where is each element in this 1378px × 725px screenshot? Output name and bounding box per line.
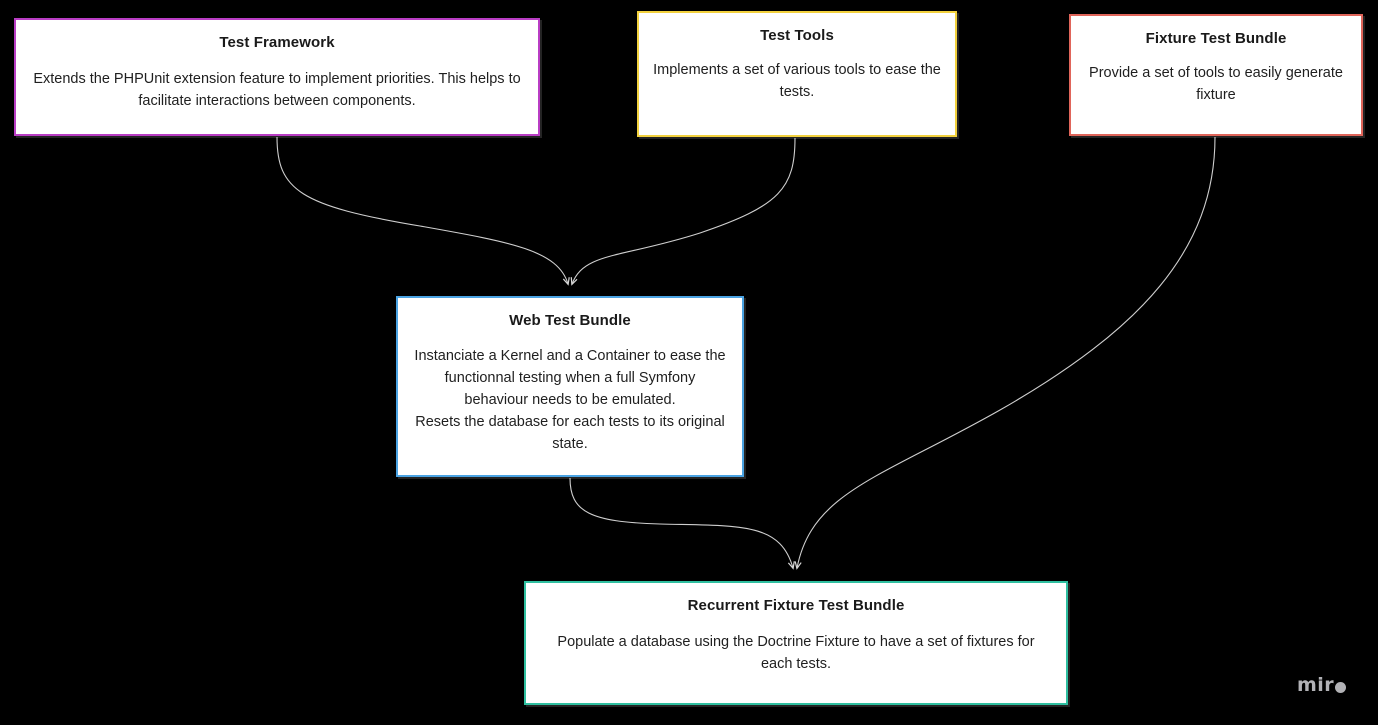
- card-body: Provide a set of tools to easily generat…: [1089, 65, 1343, 104]
- card-web-test-bundle[interactable]: Web Test Bundle Instanciate a Kernel and…: [396, 296, 744, 477]
- card-test-tools[interactable]: Test Tools Implements a set of various t…: [637, 11, 957, 137]
- card-title: Web Test Bundle: [509, 312, 631, 329]
- miro-watermark: mir: [1297, 674, 1347, 696]
- connector-fixture-test-bundle-to-recurrent-fixture-test-bundle: [797, 136, 1216, 568]
- card-body: Instanciate a Kernel and a Container to …: [414, 348, 726, 453]
- miro-wordmark: mir: [1297, 674, 1335, 696]
- card-title: Test Framework: [219, 34, 335, 51]
- connector-web-test-bundle-to-recurrent-fixture-test-bundle: [569, 477, 793, 568]
- card-title: Fixture Test Bundle: [1145, 30, 1287, 47]
- miro-logo-dot-icon: [1335, 682, 1347, 693]
- card-test-framework[interactable]: Test Framework Extends the PHPUnit exten…: [14, 18, 540, 136]
- card-fixture-test-bundle[interactable]: Fixture Test Bundle Provide a set of too…: [1069, 14, 1363, 136]
- card-body: Implements a set of various tools to eas…: [653, 62, 941, 101]
- connector-test-tools-to-web-test-bundle: [572, 137, 796, 284]
- card-title: Test Tools: [760, 27, 834, 44]
- card-recurrent-fixture-test-bundle[interactable]: Recurrent Fixture Test Bundle Populate a…: [524, 581, 1068, 705]
- card-title: Recurrent Fixture Test Bundle: [687, 597, 905, 614]
- card-body: Populate a database using the Doctrine F…: [557, 634, 1035, 673]
- connector-test-framework-to-web-test-bundle: [276, 136, 568, 284]
- card-body: Extends the PHPUnit extension feature to…: [33, 71, 521, 110]
